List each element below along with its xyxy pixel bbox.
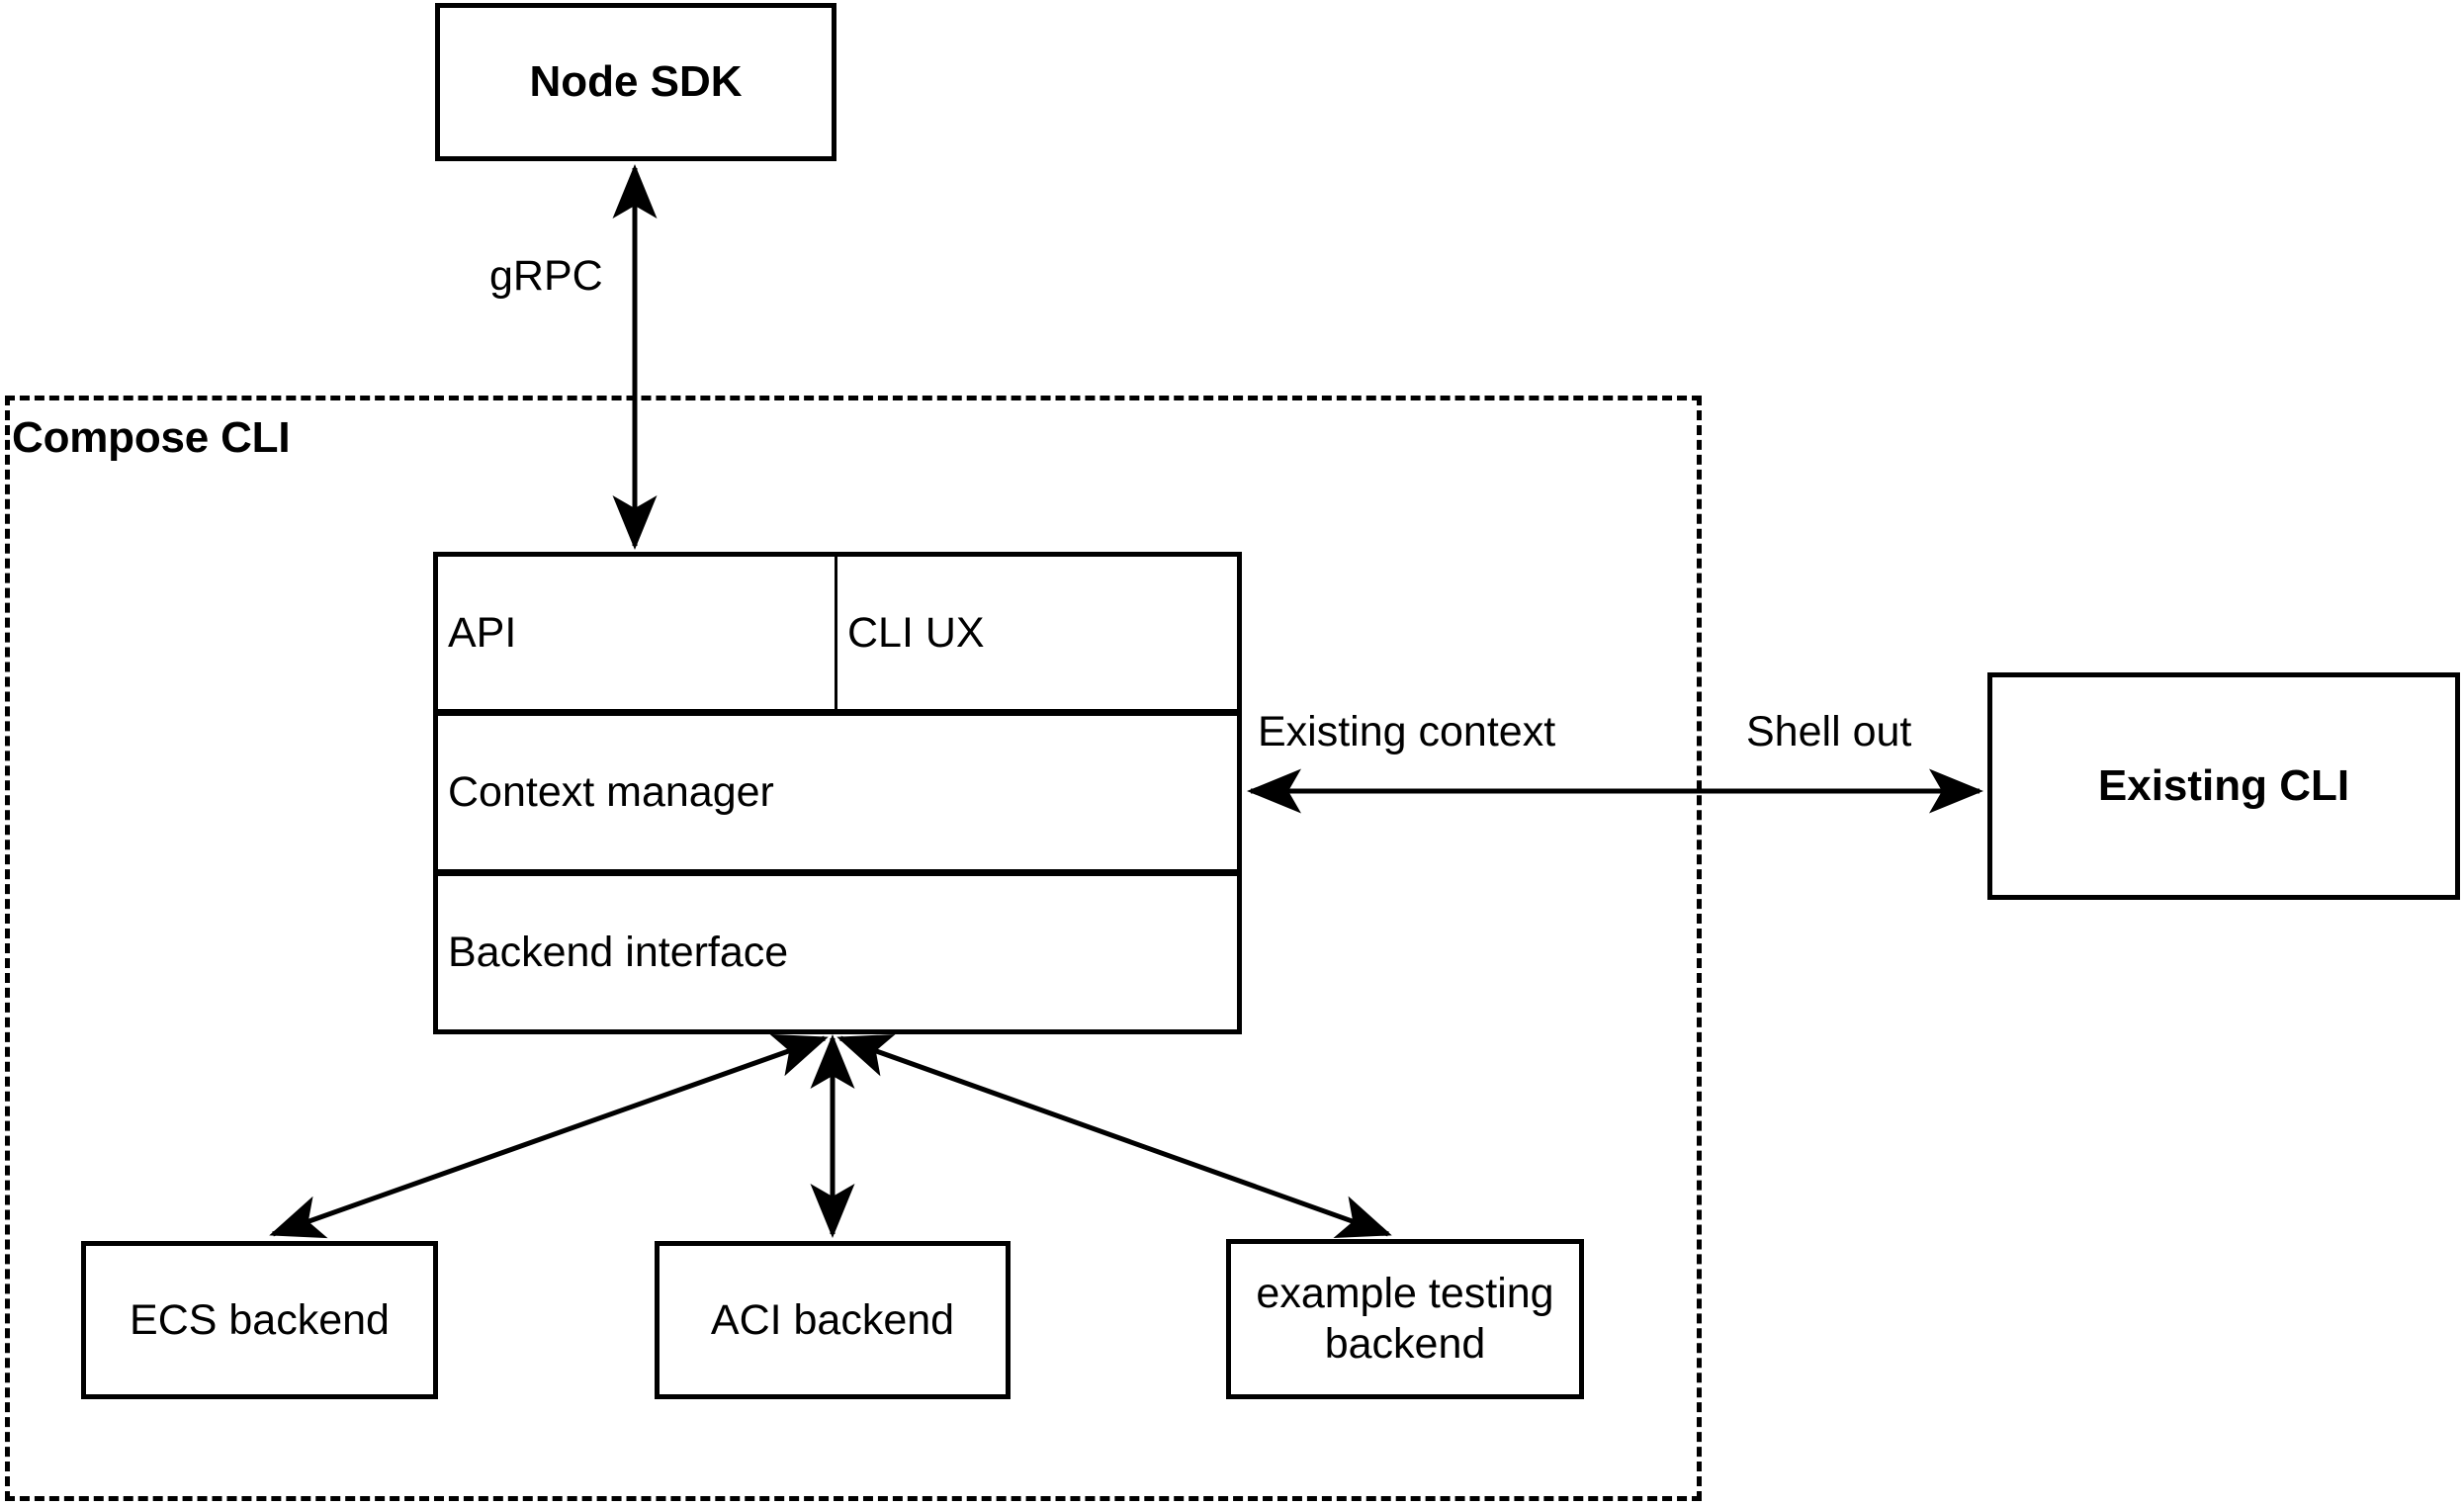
node-existing-cli-label: Existing CLI (2097, 761, 2350, 811)
node-ecs-backend[interactable]: ECS backend (81, 1241, 438, 1399)
node-context-manager[interactable]: Context manager (433, 711, 1242, 874)
node-api[interactable]: API (433, 552, 837, 714)
group-compose-cli-boundary (5, 396, 1702, 1501)
node-cli-ux-label: CLI UX (847, 608, 985, 657)
node-context-manager-label: Context manager (448, 768, 774, 816)
node-example-testing-backend-label-line-1: example testing (1256, 1270, 1554, 1318)
edge-label-existing-context: Existing context (1258, 708, 1556, 755)
group-compose-cli-label: Compose CLI (12, 413, 291, 462)
node-example-testing-backend-label-line-2: backend (1324, 1320, 1486, 1368)
node-example-testing-backend[interactable]: example testing backend (1226, 1239, 1584, 1399)
node-backend-interface-label: Backend interface (448, 929, 789, 976)
node-backend-interface[interactable]: Backend interface (433, 871, 1242, 1034)
node-aci-backend-label: ACI backend (710, 1295, 955, 1344)
node-cli-ux[interactable]: CLI UX (835, 552, 1242, 714)
node-aci-backend[interactable]: ACI backend (655, 1241, 1011, 1399)
node-node-sdk[interactable]: Node SDK (435, 3, 836, 161)
compose-cli-stack: API CLI UX Context manager Backend inter… (433, 552, 1242, 1034)
node-node-sdk-label: Node SDK (529, 57, 743, 107)
edge-label-grpc: gRPC (489, 252, 603, 300)
node-example-testing-backend-label: example testing backend (1231, 1269, 1579, 1369)
edge-backend-to-example-line (836, 1033, 1392, 1239)
node-existing-cli[interactable]: Existing CLI (1987, 672, 2460, 900)
node-api-label: API (448, 608, 517, 657)
node-ecs-backend-label: ECS backend (130, 1295, 390, 1344)
edge-label-shell-out: Shell out (1746, 708, 1912, 755)
edge-backend-to-ecs-line (269, 1033, 829, 1239)
